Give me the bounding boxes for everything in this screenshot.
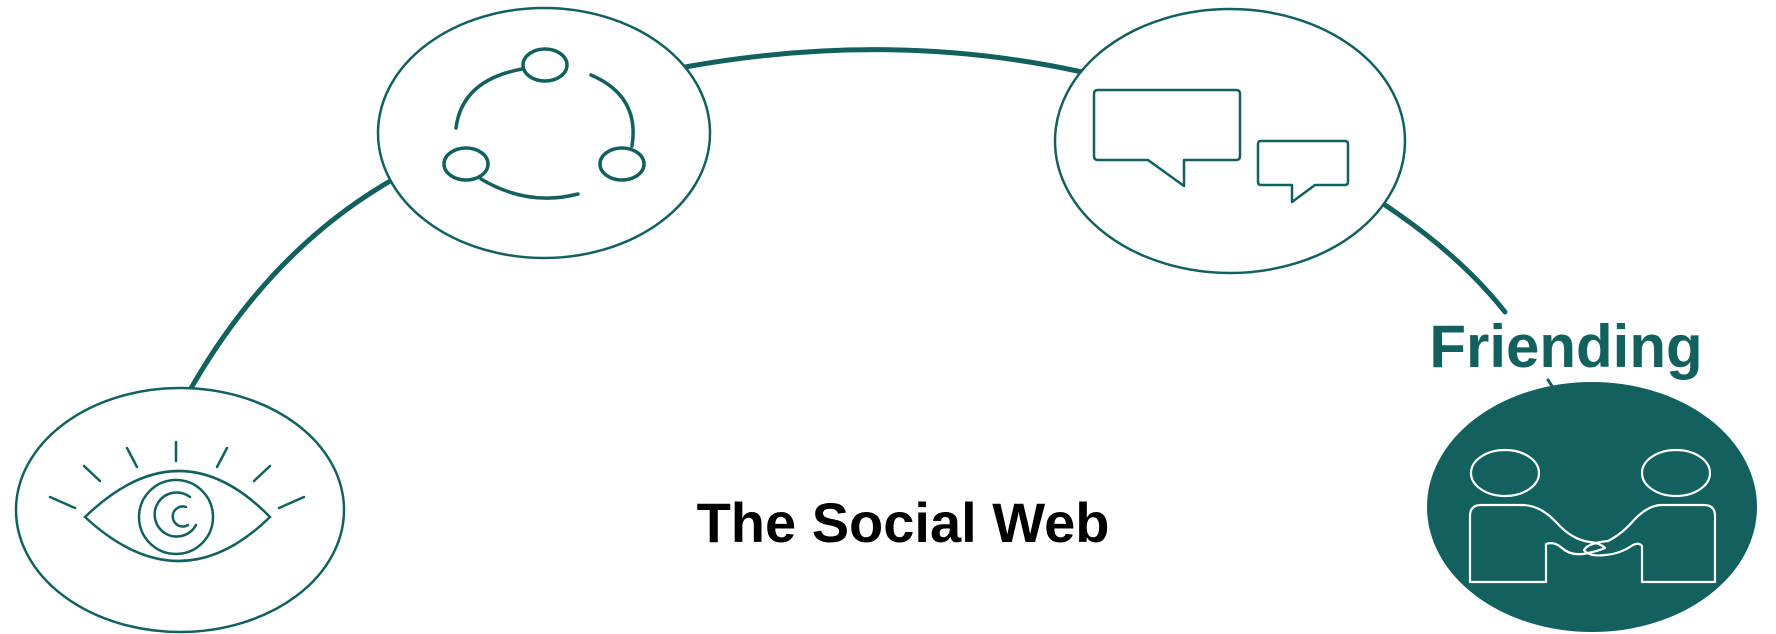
node-circle — [14, 386, 346, 634]
connector-eye-to-share — [187, 177, 395, 393]
node-circle — [376, 6, 712, 260]
diagram-title: The Social Web — [697, 491, 1110, 554]
node-sharing — [376, 6, 712, 260]
connector-chat-to-friending — [1382, 202, 1508, 315]
node-friending — [1427, 382, 1757, 632]
share-icon — [442, 47, 646, 200]
node-messaging — [1053, 7, 1407, 275]
friending-label: Friending — [1429, 313, 1702, 380]
node-circle — [1053, 7, 1407, 275]
connector-share-to-chat — [682, 47, 1085, 75]
node-watching — [14, 386, 346, 634]
handshake-people-icon — [1468, 448, 1717, 584]
node-circle-filled — [1427, 382, 1757, 632]
chat-bubbles-icon — [1092, 88, 1350, 204]
eye-icon — [48, 440, 306, 563]
